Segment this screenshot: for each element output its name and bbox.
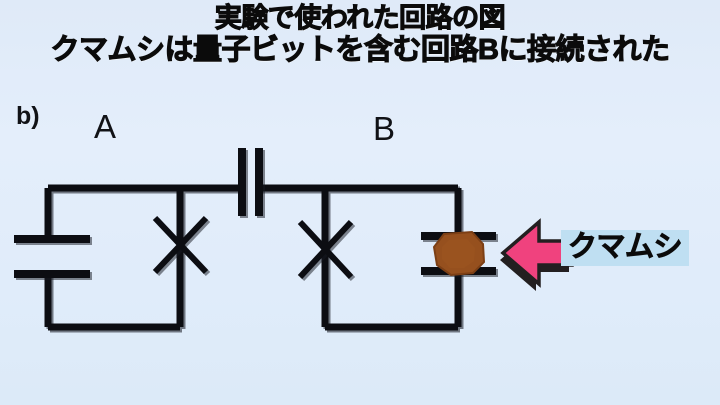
panel-label-b: b) bbox=[16, 102, 40, 130]
circuit-wires bbox=[44, 184, 462, 331]
josephson-junction-icon-a bbox=[152, 215, 211, 277]
circuit-label-b: B bbox=[373, 110, 396, 147]
tardigrade-icon bbox=[432, 230, 486, 277]
title-line-2: クマムシは量子ビットを含む回路Bに接続された bbox=[50, 33, 671, 66]
junction-a-stroke-2 bbox=[152, 215, 209, 275]
annotation-callout: クマムシ bbox=[561, 230, 690, 266]
title-block: 実験で使われた回路の図 クマムシは量子ビットを含む回路Bに接続された bbox=[0, 0, 720, 66]
capacitor-icon-coupling bbox=[238, 148, 265, 218]
capacitor-icon-a bbox=[14, 235, 92, 280]
title-line-1: 実験で使われた回路の図 bbox=[214, 3, 506, 33]
circuit-label-a: A bbox=[94, 108, 117, 145]
junction-b-stroke-2 bbox=[297, 219, 354, 280]
annotation-callout-text: クマムシ bbox=[568, 231, 683, 263]
josephson-junction-icon-b bbox=[297, 219, 356, 282]
